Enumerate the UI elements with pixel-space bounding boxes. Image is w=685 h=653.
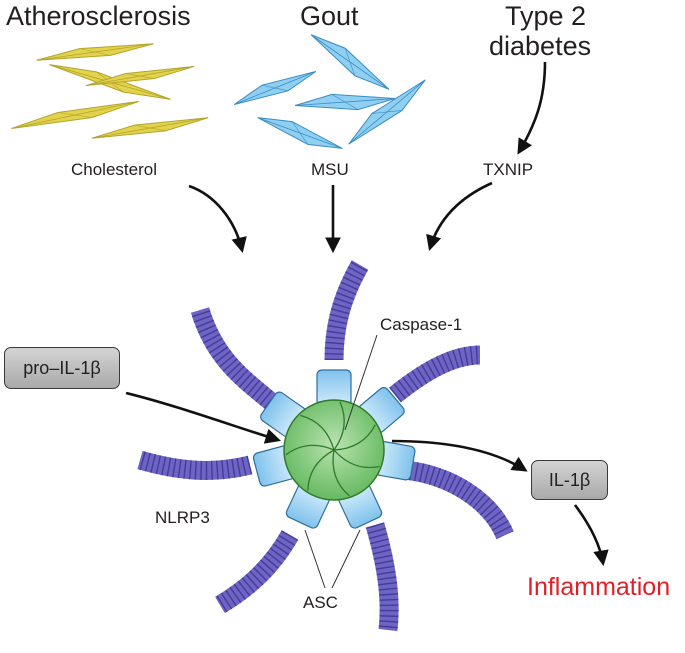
nlrp3-coils bbox=[137, 260, 514, 632]
diabetes-label: diabetes bbox=[489, 31, 592, 61]
asc-leader-left bbox=[304, 529, 326, 589]
caspase-subunit bbox=[333, 424, 376, 451]
txnip-arrow bbox=[426, 181, 493, 251]
il1b-text: IL-1β bbox=[548, 469, 591, 490]
crystals-group bbox=[11, 34, 426, 149]
nlrp3-coil bbox=[215, 530, 299, 614]
caspase-subunit bbox=[307, 449, 335, 491]
nlrp3-coil bbox=[137, 450, 253, 480]
caspase-subunit bbox=[285, 444, 335, 456]
msu-crystal bbox=[310, 34, 390, 90]
msu-crystal bbox=[233, 71, 317, 105]
cholesterol-crystal bbox=[91, 117, 209, 139]
caspase-subunit bbox=[333, 401, 345, 451]
nlrp3-coil-stripes bbox=[389, 345, 481, 403]
cholesterol-label: Cholesterol bbox=[71, 160, 157, 179]
pro-il1b-text: pro–IL-1β bbox=[23, 357, 101, 378]
asc-label: ASC bbox=[303, 593, 338, 612]
pro-il1b-arrow bbox=[125, 391, 281, 444]
caspase-core bbox=[283, 399, 385, 501]
inflammation-label: Inflammation bbox=[527, 573, 671, 601]
cholesterol-crystal bbox=[36, 43, 154, 61]
type2-label: Type 2 bbox=[505, 1, 587, 31]
cholesterol-arrow bbox=[188, 184, 247, 254]
nlrp3-coil bbox=[190, 307, 282, 413]
inflammation-arrow bbox=[573, 504, 609, 567]
caspase-subunit bbox=[300, 414, 335, 451]
msu-crystal bbox=[257, 117, 343, 149]
msu-crystal bbox=[348, 79, 426, 145]
atherosclerosis-label: Atherosclerosis bbox=[6, 1, 191, 31]
cholesterol-crystal bbox=[85, 65, 195, 87]
gout-label: Gout bbox=[300, 1, 359, 31]
cholesterol-crystal bbox=[11, 100, 139, 130]
nlrp3-coil-stripes bbox=[215, 530, 299, 614]
il1b-box: IL-1β bbox=[531, 460, 608, 500]
msu-label: MSU bbox=[311, 160, 349, 179]
il1b-arrow bbox=[391, 439, 528, 472]
caspase-leader bbox=[344, 334, 378, 431]
caspase-label: Caspase-1 bbox=[380, 315, 463, 334]
arrows-group bbox=[125, 61, 609, 567]
nlrp3-label: NLRP3 bbox=[155, 508, 210, 527]
caspase-subunit bbox=[332, 449, 350, 497]
txnip-label: TXNIP bbox=[483, 160, 534, 179]
leader-lines bbox=[304, 334, 378, 589]
diabetes-to-txnip-arrow bbox=[517, 61, 547, 155]
nlrp3-coil-stripes bbox=[324, 260, 369, 361]
nlrp3-coil-stripes bbox=[365, 522, 399, 632]
nlrp3-coil-stripes bbox=[403, 460, 514, 540]
pro-il1b-box: pro–IL-1β bbox=[4, 347, 120, 389]
caspase-subunit bbox=[333, 449, 380, 469]
asc-leader-right bbox=[331, 529, 361, 589]
